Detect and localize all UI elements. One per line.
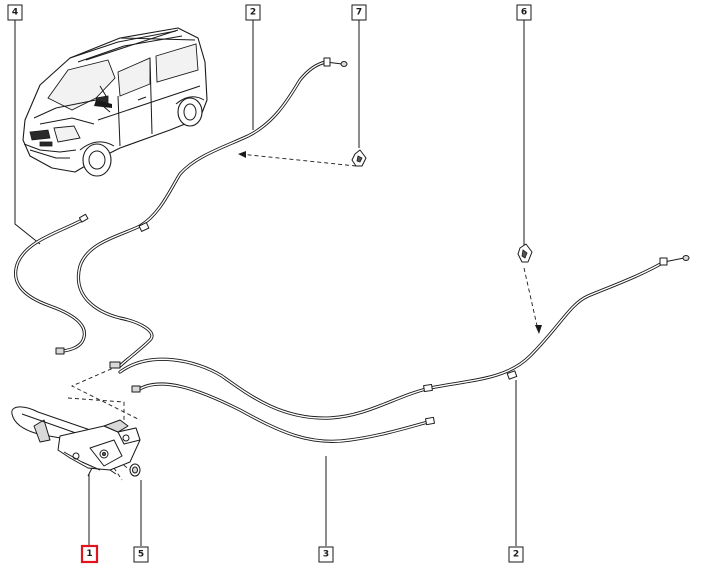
callout-number: 1 <box>86 549 92 559</box>
cable-clip-6 <box>517 243 533 263</box>
callout-7-top: 7 <box>351 4 367 21</box>
callout-1-bottom: 1 <box>80 544 99 564</box>
callout-number: 2 <box>250 8 256 18</box>
callout-number: 7 <box>356 8 362 18</box>
callout-leaders <box>14 20 525 546</box>
callout-number: 2 <box>513 550 519 560</box>
callout-number: 6 <box>521 8 527 18</box>
cable-2-front <box>76 57 348 369</box>
grommet <box>129 463 141 477</box>
van-illustration <box>22 27 208 177</box>
callout-number: 3 <box>323 550 329 560</box>
callout-2-bottom: 2 <box>508 546 524 563</box>
cable-3 <box>131 382 435 443</box>
arrow-to-cable-2-rear <box>535 325 542 334</box>
cable-2-rear <box>118 255 690 420</box>
cable-clip-7 <box>351 149 367 167</box>
arrow-to-cable-2 <box>238 151 246 158</box>
callout-2-top: 2 <box>245 4 261 21</box>
assembly-lines <box>67 153 539 481</box>
cable-4 <box>13 213 89 355</box>
handbrake-lever-assembly <box>11 406 141 477</box>
callout-5-bottom: 5 <box>133 546 149 563</box>
callout-number: 5 <box>138 550 144 560</box>
callout-4-top: 4 <box>7 4 23 21</box>
callout-6-top: 6 <box>516 4 532 21</box>
callout-number: 4 <box>12 8 18 18</box>
callout-3-bottom: 3 <box>318 546 334 563</box>
